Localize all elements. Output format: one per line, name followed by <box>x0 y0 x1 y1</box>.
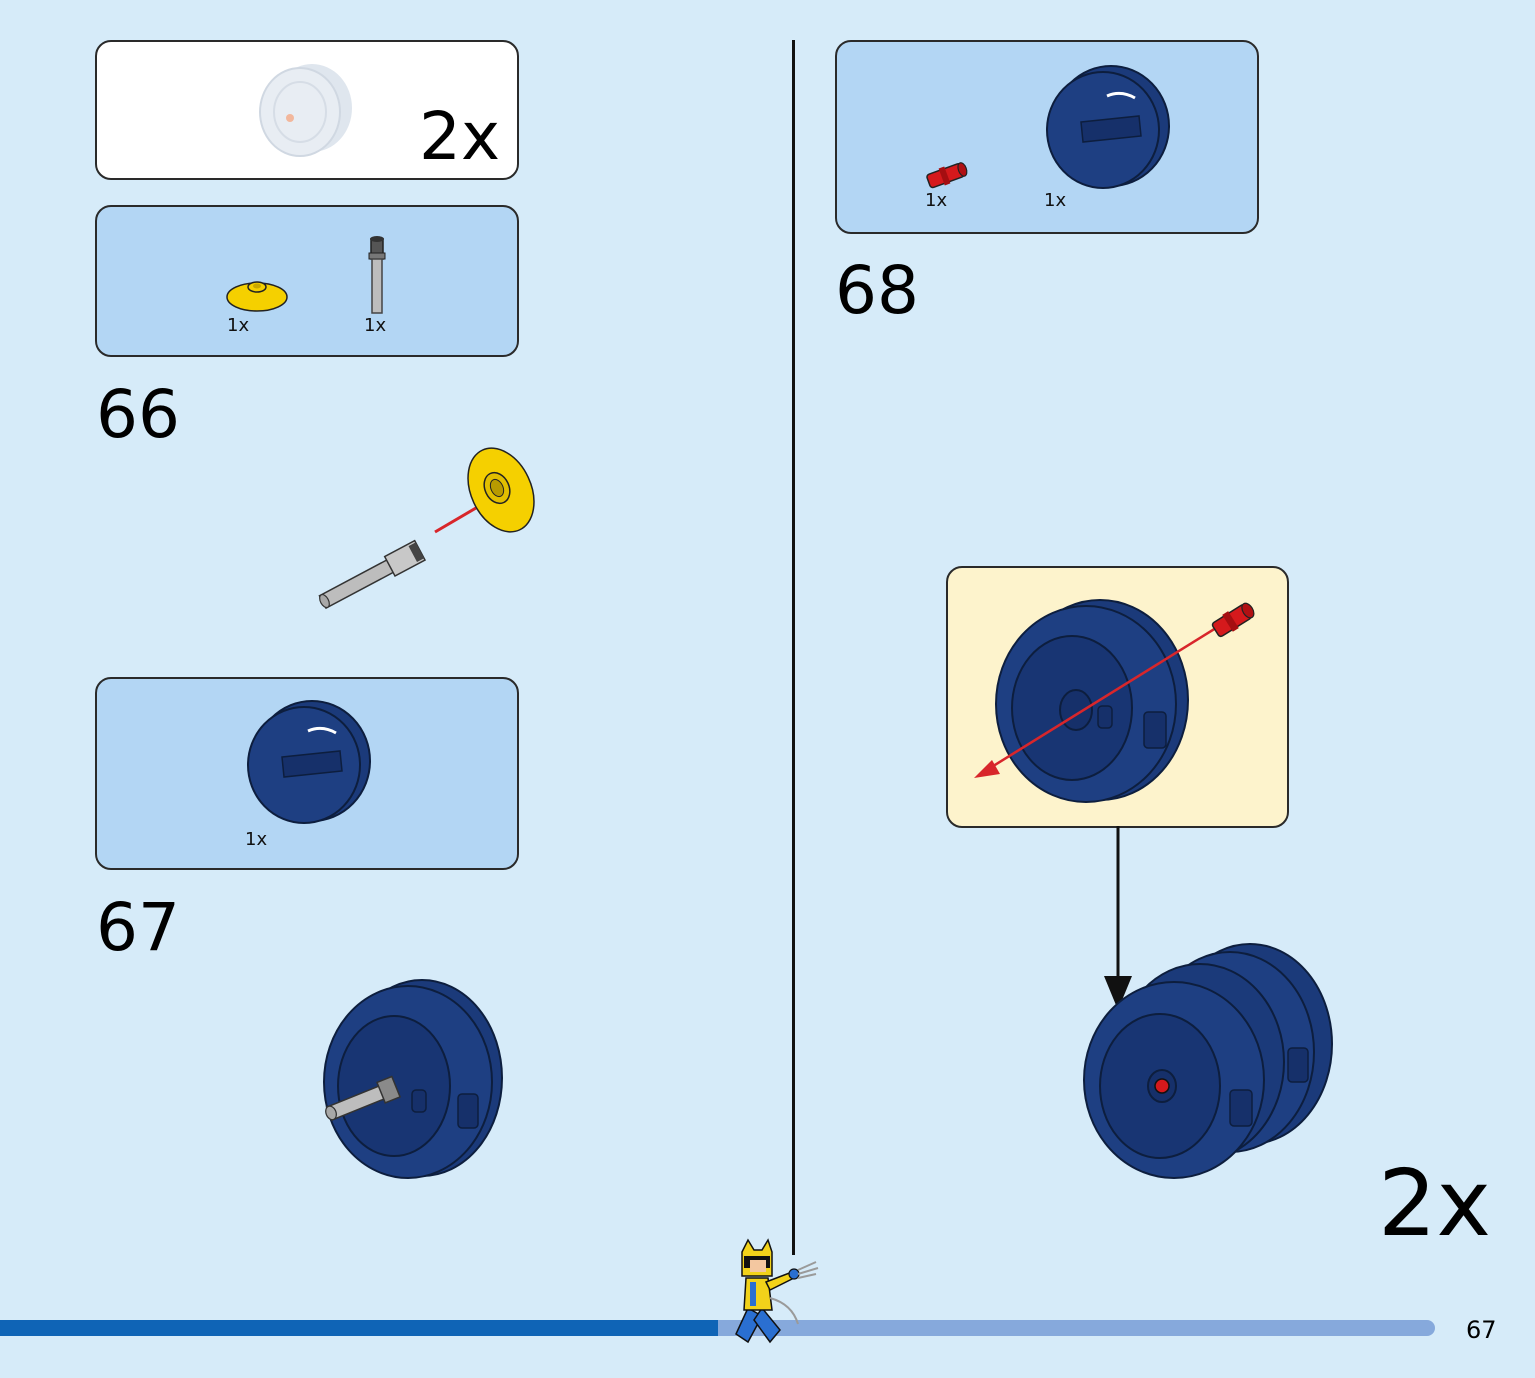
step-number-66: 66 <box>96 376 180 453</box>
yellow-round-plate-image <box>226 281 288 312</box>
red-pin-image <box>926 162 968 189</box>
callout-wheel-with-red-pin-illustration <box>974 599 1255 803</box>
step66-parts-box: 1x 1x <box>95 205 519 357</box>
column-divider <box>792 40 795 1255</box>
step67-wheel-on-axle-illustration <box>323 979 503 1179</box>
step68-parts-box: 1x 1x <box>835 40 1259 234</box>
down-arrow <box>1104 826 1132 1010</box>
step67-parts-box: 1x <box>95 677 519 870</box>
step-number-68: 68 <box>835 252 919 329</box>
step66-assembly-illustration <box>318 447 535 610</box>
step-number-67: 67 <box>96 889 180 966</box>
grey-axle-pin-image <box>368 236 386 314</box>
page-progress-fill <box>0 1320 718 1336</box>
part-qty: 1x <box>227 315 250 336</box>
dark-blue-wheel-image <box>1046 65 1170 189</box>
submodel-multiplier: 2x <box>419 98 501 175</box>
part-qty: 1x <box>245 829 268 850</box>
dark-blue-wheel-image <box>247 700 371 824</box>
part-qty: 1x <box>364 315 387 336</box>
page-number: 67 <box>1466 1316 1497 1344</box>
minifigure-mascot-icon <box>735 1238 819 1344</box>
part-qty: 1x <box>925 190 948 211</box>
repeat-multiplier: 2x <box>1378 1150 1491 1257</box>
part-qty: 1x <box>1044 190 1067 211</box>
step68-result-double-wheel-illustration <box>1083 943 1333 1179</box>
faded-wheel-assembly-image <box>259 64 352 157</box>
submodel-box: 2x <box>95 40 519 180</box>
step68-callout-box <box>946 566 1289 828</box>
